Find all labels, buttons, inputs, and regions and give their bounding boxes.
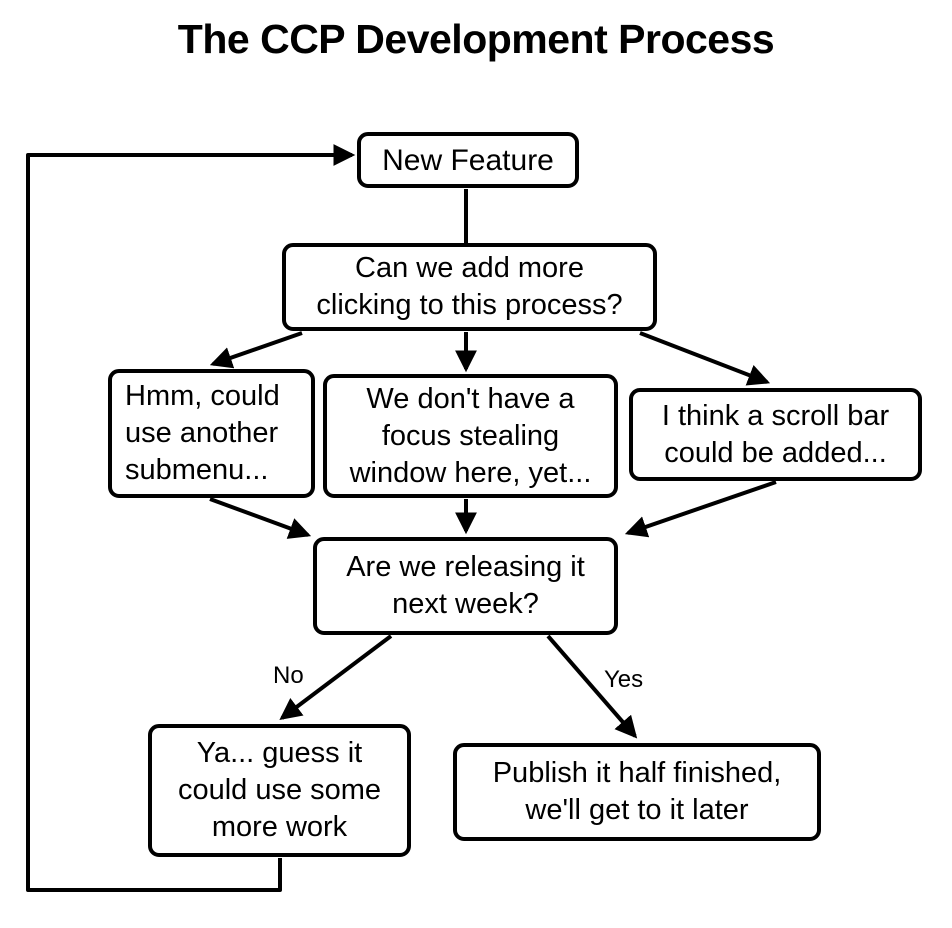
edge-releasing-yes-to-publish-arrow — [546, 634, 638, 739]
node-focus-stealing: We don't have a focus stealing window he… — [323, 374, 618, 498]
edge-label-no: No — [273, 662, 304, 689]
diagram-title: The CCP Development Process — [177, 16, 775, 62]
edge-label-yes: Yes — [604, 666, 644, 693]
node-focus-stealing-label: We don't have a focus stealing window he… — [349, 382, 592, 489]
node-new-feature-label: New Feature — [382, 143, 554, 177]
node-more-work: Ya... guess it could use some more work — [148, 724, 411, 857]
node-publish: Publish it half finished, we'll get to i… — [453, 743, 821, 841]
edge-clicking-to-scrollbar-arrow — [639, 331, 771, 386]
edge-scrollbar-to-releasing-arrow — [624, 480, 777, 538]
node-add-clicking-label: Can we add more clicking to this process… — [316, 252, 623, 321]
edge-releasing-no-to-more-work-arrow — [279, 634, 393, 720]
edge-loop-back-to-new-feature-arrow — [26, 144, 356, 892]
node-submenu-label: Hmm, could use another submenu... — [125, 380, 280, 486]
node-submenu: Hmm, could use another submenu... — [108, 369, 315, 498]
node-scroll-bar: I think a scroll bar could be added... — [629, 388, 922, 481]
node-publish-label: Publish it half finished, we'll get to i… — [492, 757, 782, 826]
node-add-clicking: Can we add more clicking to this process… — [282, 243, 657, 331]
node-new-feature: New Feature — [357, 132, 579, 188]
node-releasing-decision: Are we releasing it next week? — [313, 537, 618, 635]
node-scroll-bar-label: I think a scroll bar could be added... — [661, 399, 890, 469]
edge-submenu-to-releasing-arrow — [209, 497, 312, 539]
node-more-work-label: Ya... guess it could use some more work — [177, 737, 382, 843]
node-releasing-decision-label: Are we releasing it next week? — [346, 551, 585, 620]
edge-clicking-to-submenu-arrow — [209, 331, 303, 369]
